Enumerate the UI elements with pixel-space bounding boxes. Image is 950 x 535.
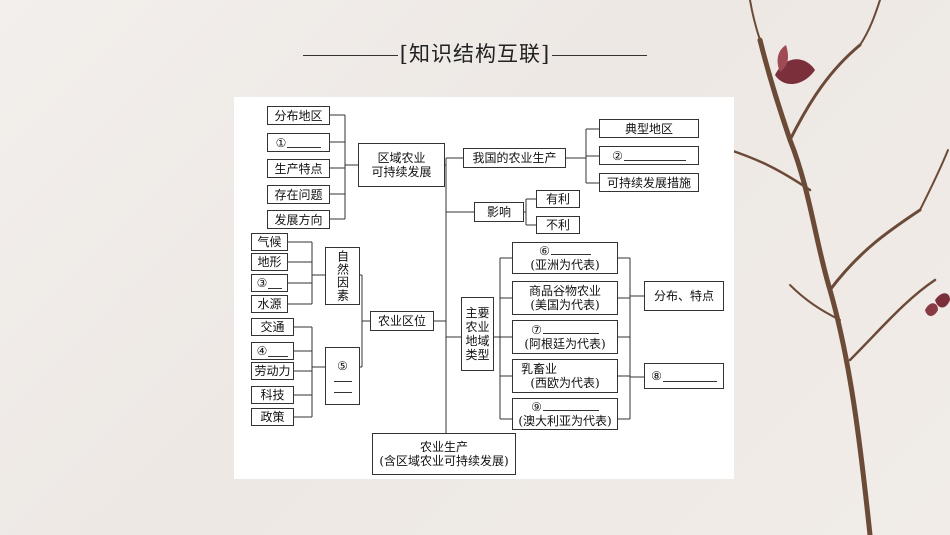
box-natural-factors-text: 自然因素 <box>335 250 350 302</box>
type-6-sub: (亚洲为代表) <box>530 258 600 272</box>
fill-blank-5a[interactable] <box>333 375 352 382</box>
box-policy: 政策 <box>251 408 294 426</box>
box-problems: 存在问题 <box>267 185 330 204</box>
box-water: 水源 <box>251 295 288 313</box>
box-features: 生产特点 <box>267 159 330 178</box>
box-blank-1: ① <box>267 133 330 152</box>
box-favorable-text: 有利 <box>545 192 570 206</box>
box-blank-2-text: ② <box>612 148 623 163</box>
box-terrain: 地形 <box>251 253 288 271</box>
box-natural-factors: 自然因素 <box>325 247 360 305</box>
box-typical-region-text: 典型地区 <box>624 121 673 136</box>
type-grain-line-2: (美国为代表) <box>530 298 600 312</box>
box-policy-text: 政策 <box>260 410 285 424</box>
box-blank-4: ④ <box>251 342 294 360</box>
box-blank-3: ③ <box>251 274 288 292</box>
type-9-num: ⑨ <box>531 400 542 414</box>
fill-blank-7[interactable] <box>542 323 599 334</box>
box-direction: 发展方向 <box>267 210 330 229</box>
box-tech-text: 科技 <box>260 388 285 402</box>
box-china-agriculture-text: 我国的农业生产 <box>472 151 557 165</box>
box-type-grain: 商品谷物农业 (美国为代表) <box>512 281 618 315</box>
root-line-1: 农业生产 <box>419 440 468 454</box>
type-9-num-row: ⑨ <box>531 400 599 414</box>
box-direction-text: 发展方向 <box>274 212 323 227</box>
box-problems-text: 存在问题 <box>274 187 323 202</box>
box-blank-5: ⑤ <box>325 347 360 405</box>
type-9-sub: (澳大利亚为代表) <box>518 414 612 428</box>
box-blank-4-text: ④ <box>256 344 268 358</box>
box-blank-3-text: ③ <box>256 276 268 290</box>
fill-blank-3[interactable] <box>268 278 283 289</box>
box-type-6: ⑥ (亚洲为代表) <box>512 242 618 274</box>
box-distribution: 分布地区 <box>267 106 330 125</box>
box-agri-location: 农业区位 <box>370 311 434 331</box>
box-regional-agriculture: 区域农业 可持续发展 <box>358 143 445 187</box>
section-title: [知识结构互联] <box>0 38 950 68</box>
fill-blank-5b[interactable] <box>333 386 352 393</box>
box-blank-8: ⑧ <box>644 363 724 389</box>
fill-blank-9[interactable] <box>542 400 599 411</box>
box-unfavorable-text: 不利 <box>545 218 570 232</box>
regional-line-2: 可持续发展 <box>371 165 432 179</box>
fill-blank-2[interactable] <box>623 150 686 161</box>
box-transport: 交通 <box>251 318 294 336</box>
type-6-num-row: ⑥ <box>539 244 591 258</box>
fill-blank-8[interactable] <box>662 371 717 382</box>
knowledge-structure-diagram: 分布地区 ① 生产特点 存在问题 发展方向 区域农业 可持续发展 气候 地形 ③… <box>234 97 734 479</box>
box-distribution-features: 分布、特点 <box>644 281 724 311</box>
box-main-types-text: 主要农业地域类型 <box>465 306 490 362</box>
box-sustainable-measures-text: 可持续发展措施 <box>606 175 691 190</box>
box-climate: 气候 <box>251 233 288 251</box>
box-blank-2: ② <box>599 146 699 165</box>
connector-lines <box>288 114 644 433</box>
box-blank-5-text: ⑤ <box>337 359 348 373</box>
box-main-types: 主要农业地域类型 <box>461 297 494 371</box>
fill-blank-4[interactable] <box>268 346 289 357</box>
type-7-num: ⑦ <box>531 323 542 337</box>
box-typical-region: 典型地区 <box>599 119 699 138</box>
box-tech: 科技 <box>251 386 294 404</box>
type-dairy-line-2: (西欧为代表) <box>530 376 600 390</box>
box-root-agri-production: 农业生产 (含区域农业可持续发展) <box>372 433 516 475</box>
fill-blank-1[interactable] <box>287 137 322 148</box>
box-terrain-text: 地形 <box>257 255 282 269</box>
box-labor-text: 劳动力 <box>254 364 291 378</box>
root-line-2: (含区域农业可持续发展) <box>379 454 509 468</box>
section-title-text: [知识结构互联] <box>399 42 551 66</box>
type-dairy-line-1: 乳畜业 <box>521 362 558 376</box>
box-favorable: 有利 <box>536 190 580 208</box>
box-distribution-text: 分布地区 <box>274 108 323 123</box>
box-sustainable-measures: 可持续发展措施 <box>599 173 699 192</box>
box-influence-text: 影响 <box>486 205 511 219</box>
box-blank-8-text: ⑧ <box>651 369 662 383</box>
box-climate-text: 气候 <box>257 235 282 249</box>
regional-line-1: 区域农业 <box>377 151 426 165</box>
title-rule-left <box>302 54 398 57</box>
type-7-num-row: ⑦ <box>531 323 599 337</box>
type-7-sub: (阿根廷为代表) <box>524 337 606 351</box>
box-water-text: 水源 <box>257 297 282 311</box>
box-type-9: ⑨ (澳大利亚为代表) <box>512 398 618 430</box>
box-china-agriculture: 我国的农业生产 <box>463 148 566 168</box>
box-influence: 影响 <box>474 202 524 222</box>
box-blank-1-text: ① <box>275 135 287 150</box>
box-type-7: ⑦ (阿根廷为代表) <box>512 320 618 354</box>
type-6-num: ⑥ <box>539 244 550 258</box>
type-grain-line-1: 商品谷物农业 <box>528 284 601 298</box>
title-rule-right <box>552 54 648 57</box>
box-agri-location-text: 农业区位 <box>377 314 426 328</box>
box-type-dairy: 乳畜业 (西欧为代表) <box>512 359 618 393</box>
decorative-branch <box>728 0 950 535</box>
box-features-text: 生产特点 <box>274 161 323 176</box>
box-unfavorable: 不利 <box>536 216 580 234</box>
box-distribution-features-text: 分布、特点 <box>653 289 714 303</box>
box-labor: 劳动力 <box>251 362 294 380</box>
box-transport-text: 交通 <box>260 320 285 334</box>
fill-blank-6[interactable] <box>550 244 591 255</box>
